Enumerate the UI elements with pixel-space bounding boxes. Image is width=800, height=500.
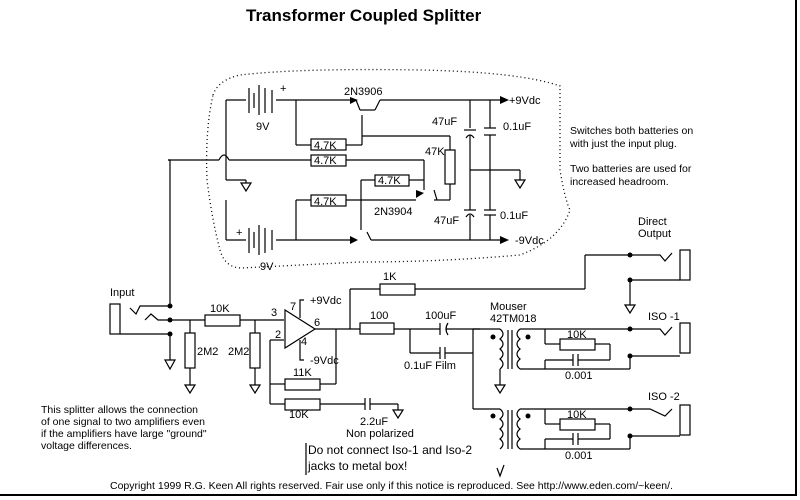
iso1-label: ISO -1 <box>648 311 680 323</box>
ground-icon <box>239 182 253 193</box>
q1-label: 2N3906 <box>344 86 383 98</box>
copyright-notice: Copyright 1999 R.G. Keen All rights rese… <box>110 480 673 492</box>
cap-bot-film-label: 0.1uF <box>500 210 528 222</box>
page-title: Transformer Coupled Splitter <box>246 6 482 25</box>
battery-top-polarity: + <box>280 83 286 95</box>
battery-top-label: 9V <box>256 121 270 133</box>
direct-output-jack-icon <box>679 249 691 281</box>
opamp-pin2: 2 <box>275 329 281 341</box>
opamp-pin7: 7 <box>290 301 296 313</box>
resistor-100-label: 100 <box>370 310 388 322</box>
opamp-vpos: +9Vdc <box>310 295 342 307</box>
description-line: if the amplifiers have large "ground" <box>41 428 207 440</box>
q2-label: 2N3904 <box>374 206 413 218</box>
cap-iso2-label: 0.001 <box>565 450 593 462</box>
xfmr-label: 42TM018 <box>490 313 536 325</box>
resistor-10k-iso2-label: 10K <box>567 409 587 421</box>
resistor-47k <box>444 149 456 185</box>
rail-neg-label: -9Vdc <box>515 235 544 247</box>
transformer-1: Mouser 42TM018 <box>490 301 536 395</box>
resistor-2m2-b-label: 2M2 <box>228 346 249 358</box>
resistor-1k-label: 1K <box>383 271 397 283</box>
resistor-10k-input-label: 10K <box>210 303 230 315</box>
resistor-10k-input <box>204 314 241 327</box>
iso2-label: ISO -2 <box>648 391 680 403</box>
ground-icon <box>391 409 405 420</box>
resistor-2m2-a <box>184 332 196 369</box>
cap-top-elec-label: 47uF <box>432 116 457 128</box>
resistor-1k <box>379 283 416 296</box>
transistor-q1: 2N3906 <box>344 86 500 137</box>
opamp-vneg: -9Vdc <box>310 355 339 367</box>
battery-bottom: + 9V <box>225 200 350 273</box>
direct-output-label: Direct <box>638 216 667 228</box>
resistor-47k-label: 47K <box>425 146 445 158</box>
resistor-11k-label: 11K <box>293 367 312 379</box>
opamp-pin4: 4 <box>301 336 307 348</box>
note-line: Two batteries are used for <box>570 163 692 175</box>
input-jack-icon <box>109 303 121 335</box>
power-section-outline <box>205 68 571 269</box>
xfmr-label: Mouser <box>490 301 527 313</box>
input-label: Input <box>110 287 134 299</box>
battery-bottom-label: 9V <box>260 261 274 273</box>
direct-output-label: Output <box>638 228 671 240</box>
ground-icon <box>513 179 527 190</box>
resistor-11k <box>284 378 321 391</box>
cap-2u2-label: 2.2uF <box>360 416 388 428</box>
ground-icon <box>493 384 507 395</box>
note-line: with just the input plug. <box>569 138 677 150</box>
warning-line: jacks to metal box! <box>307 459 407 473</box>
opamp-icon <box>284 308 317 350</box>
rail-pos-label: +9Vdc <box>509 95 541 107</box>
warning-line: Do not connect Iso-1 and Iso-2 <box>308 443 472 457</box>
battery-top: + 9V <box>225 83 356 180</box>
resistor-4k7-a-label: 4.7K <box>314 140 337 152</box>
resistor-10k-gain-label: 10K <box>289 409 309 421</box>
note-line: Switches both batteries on <box>570 125 693 137</box>
cap-bot-elec-label: 47uF <box>434 215 459 227</box>
description-line: This splitter allows the connection <box>41 404 198 416</box>
resistor-10k-iso1-label: 10K <box>567 329 587 341</box>
ground-icon <box>183 384 197 395</box>
cap-top-film-label: 0.1uF <box>503 121 531 133</box>
resistor-4k7-c-label: 4.7K <box>378 175 401 187</box>
description-line: of one signal to two amplifiers even <box>41 416 205 428</box>
cap-film-label: 0.1uF Film <box>404 360 456 372</box>
opamp-pin3: 3 <box>271 307 277 319</box>
note-line: increased headroom. <box>570 176 669 188</box>
cap-100u-label: 100uF <box>425 310 456 322</box>
cap-2u2-note: Non polarized <box>346 428 414 440</box>
ground-icon <box>163 359 177 371</box>
ground-icon <box>248 384 262 395</box>
battery-bottom-polarity: + <box>236 227 242 239</box>
resistor-4k7-b-label: 4.7K <box>314 155 337 167</box>
ground-icon <box>623 304 637 315</box>
cap-iso1-label: 0.001 <box>565 370 593 382</box>
description-line: voltage differences. <box>41 440 132 452</box>
opamp-pin6: 6 <box>314 317 320 329</box>
rail-neg-arrow-icon <box>500 236 509 244</box>
transformer-2 <box>490 408 531 478</box>
iso2-jack-icon <box>679 404 691 436</box>
rail-pos-arrow-icon <box>500 96 509 104</box>
iso1-jack-icon <box>679 322 691 354</box>
resistor-100 <box>359 322 395 335</box>
resistor-2m2-b <box>249 332 261 369</box>
resistor-4k7-d-label: 4.7K <box>314 196 337 208</box>
resistor-2m2-a-label: 2M2 <box>197 346 218 358</box>
